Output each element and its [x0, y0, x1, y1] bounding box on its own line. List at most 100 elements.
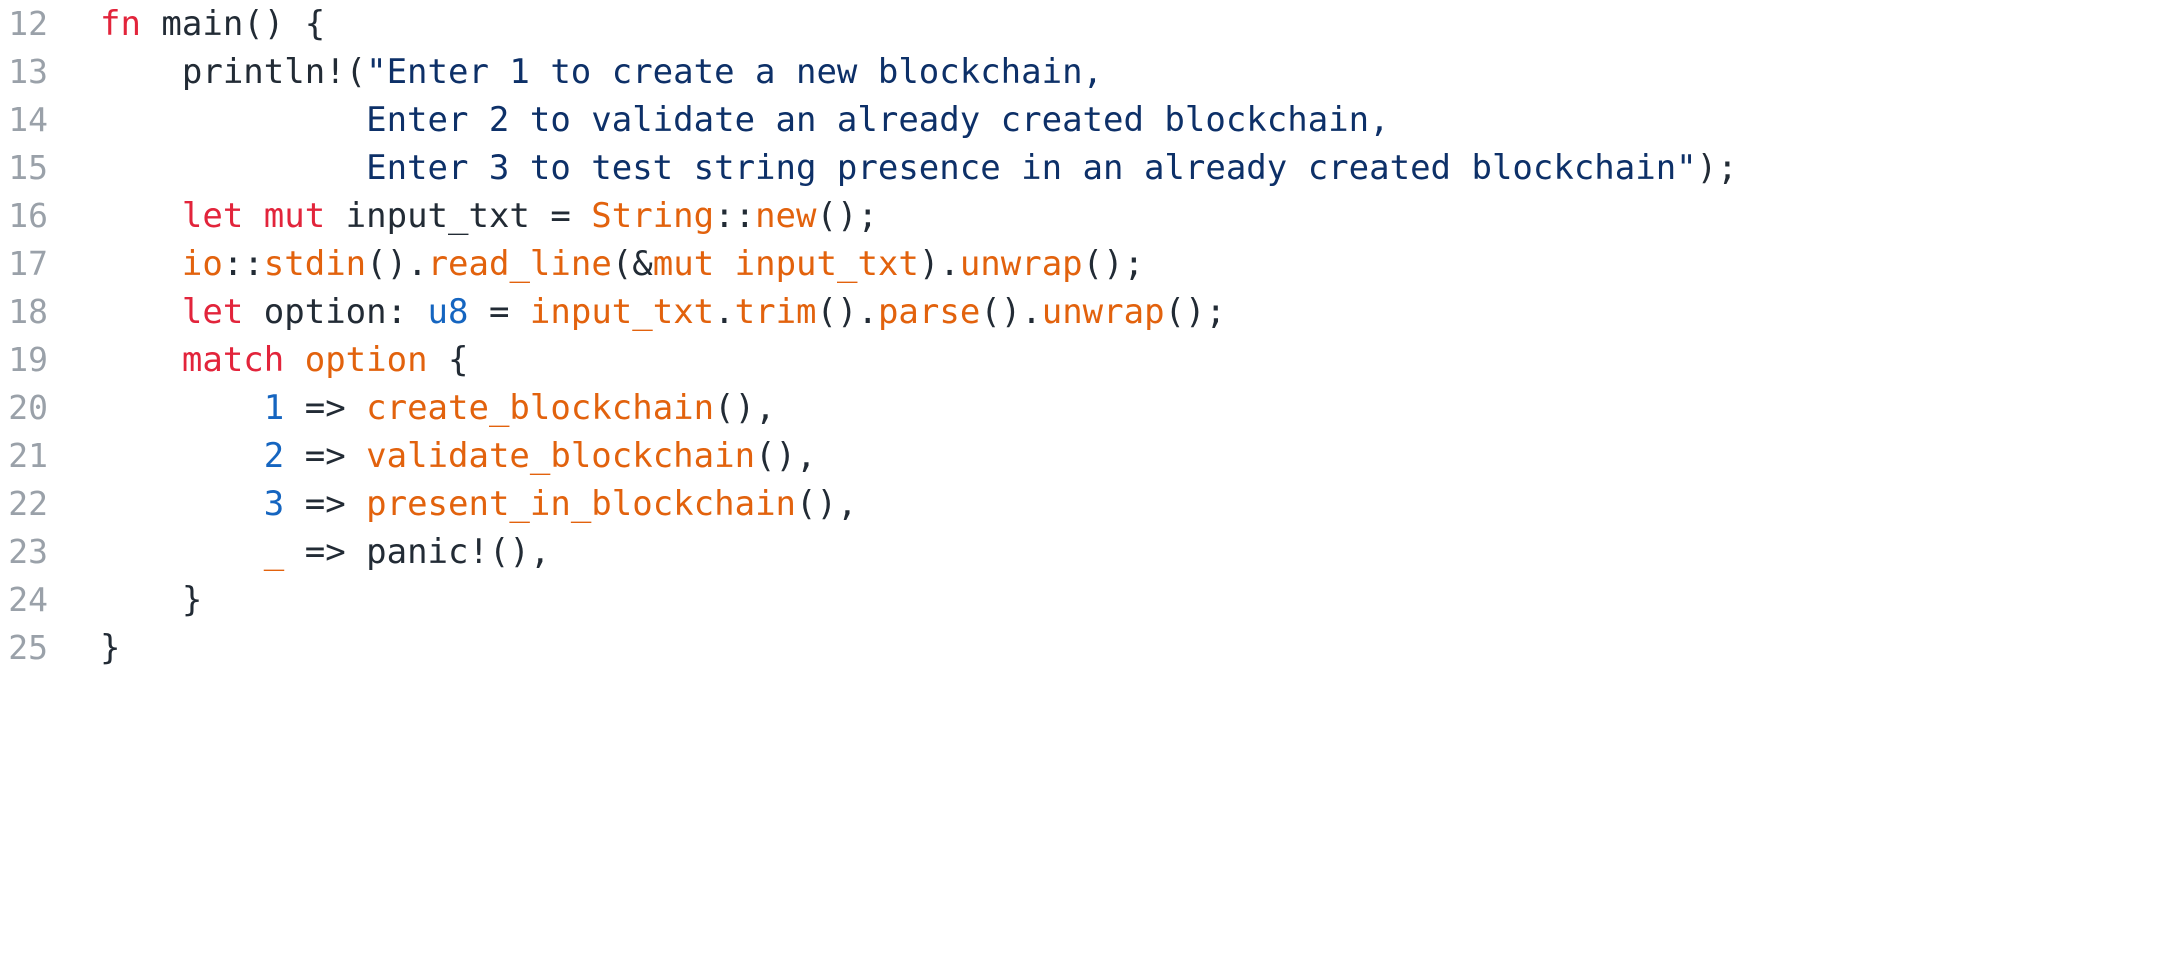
code-line[interactable]: 13 println!("Enter 1 to create a new blo…	[0, 48, 2174, 96]
line-number: 23	[8, 532, 48, 571]
code-token-plain: (),	[714, 388, 776, 428]
code-token-kw: fn	[100, 4, 141, 44]
code-line-content[interactable]: let option: u8 = input_txt.trim().parse(…	[48, 288, 2174, 336]
code-token-ident: new	[755, 196, 817, 236]
code-token-ident: create_blockchain	[366, 388, 715, 428]
code-token-plain: ().	[980, 292, 1042, 332]
code-token-str: "Enter 1 to create a new blockchain,	[366, 52, 1104, 92]
code-token-num: 2	[263, 436, 285, 476]
code-token-plain: ).	[918, 244, 960, 284]
code-token-plain: input_txt =	[325, 196, 592, 236]
code-token-plain: println!(	[100, 52, 367, 92]
line-number: 12	[8, 4, 48, 43]
code-line[interactable]: 24 }	[0, 576, 2174, 624]
code-token-plain	[100, 388, 264, 428]
code-token-ident: option	[304, 340, 428, 380]
line-number: 25	[8, 628, 48, 667]
code-token-plain	[284, 340, 304, 380]
code-line-content[interactable]: _ => panic!(),	[48, 528, 2174, 576]
code-line-content[interactable]: match option {	[48, 336, 2174, 384]
code-token-plain: ().	[366, 244, 428, 284]
code-token-plain: (),	[755, 436, 817, 476]
line-number: 20	[8, 388, 48, 427]
code-token-plain: ().	[816, 292, 878, 332]
line-number: 24	[8, 580, 48, 619]
code-token-plain	[100, 292, 182, 332]
line-number: 22	[8, 484, 48, 523]
line-number: 16	[8, 196, 48, 235]
code-line[interactable]: 18 let option: u8 = input_txt.trim().par…	[0, 288, 2174, 336]
code-token-ident: stdin	[263, 244, 367, 284]
code-line[interactable]: 20 1 => create_blockchain(),	[0, 384, 2174, 432]
code-line-content[interactable]: io::stdin().read_line(&mut input_txt).un…	[48, 240, 2174, 288]
code-token-plain	[100, 244, 182, 284]
line-number: 14	[8, 100, 48, 139]
code-token-kw: let mut	[181, 196, 326, 236]
code-line[interactable]: 19 match option {	[0, 336, 2174, 384]
code-line-content[interactable]: }	[48, 576, 2174, 624]
code-token-plain: option:	[243, 292, 428, 332]
code-token-ident: io	[181, 244, 223, 284]
code-token-num: 1	[263, 388, 285, 428]
code-token-plain	[100, 100, 366, 140]
code-token-ident: String	[591, 196, 715, 236]
code-line[interactable]: 25}	[0, 624, 2174, 672]
code-token-plain	[100, 196, 182, 236]
code-line-content[interactable]: 2 => validate_blockchain(),	[48, 432, 2174, 480]
code-token-type: u8	[427, 292, 469, 332]
code-token-plain: ();	[816, 196, 878, 236]
code-token-plain: ::	[222, 244, 264, 284]
code-token-plain: }	[100, 580, 203, 620]
code-token-plain: =>	[284, 388, 367, 428]
code-token-plain: =>	[284, 436, 367, 476]
code-token-plain: =	[468, 292, 530, 332]
code-line-content[interactable]: let mut input_txt = String::new();	[48, 192, 2174, 240]
code-token-plain: ();	[1164, 292, 1226, 332]
code-token-plain	[100, 484, 264, 524]
code-line-content[interactable]: 3 => present_in_blockchain(),	[48, 480, 2174, 528]
code-line-content[interactable]: Enter 3 to test string presence in an al…	[48, 144, 2174, 192]
code-line[interactable]: 23 _ => panic!(),	[0, 528, 2174, 576]
code-token-kw: match	[181, 340, 285, 380]
code-token-ident: parse	[877, 292, 981, 332]
code-line[interactable]: 14 Enter 2 to validate an already create…	[0, 96, 2174, 144]
code-token-str: Enter 2 to validate an already created b…	[366, 100, 1390, 140]
code-line[interactable]: 17 io::stdin().read_line(&mut input_txt)…	[0, 240, 2174, 288]
code-token-ident: mut input_txt	[652, 244, 919, 284]
code-line-content[interactable]: fn main() {	[48, 0, 2174, 48]
code-token-plain: ();	[1082, 244, 1145, 284]
code-token-kw: let	[181, 292, 244, 332]
code-token-ident: _	[263, 532, 285, 572]
line-number: 17	[8, 244, 48, 283]
code-token-ident: unwrap	[1041, 292, 1165, 332]
code-token-plain	[100, 340, 182, 380]
code-token-ident: input_txt	[529, 292, 715, 332]
code-token-plain: }	[100, 628, 121, 668]
code-token-plain: .	[714, 292, 735, 332]
code-token-str: Enter 3 to test string presence in an al…	[366, 148, 1697, 188]
code-line[interactable]: 22 3 => present_in_blockchain(),	[0, 480, 2174, 528]
code-line-content[interactable]: println!("Enter 1 to create a new blockc…	[48, 48, 2174, 96]
code-token-ident: read_line	[427, 244, 612, 284]
code-token-plain: ::	[714, 196, 756, 236]
code-line-content[interactable]: 1 => create_blockchain(),	[48, 384, 2174, 432]
code-token-plain: );	[1696, 148, 1738, 188]
line-number: 15	[8, 148, 48, 187]
code-token-plain	[100, 148, 366, 188]
code-token-plain	[100, 532, 264, 572]
code-token-ident: validate_blockchain	[366, 436, 756, 476]
code-line-content[interactable]: Enter 2 to validate an already created b…	[48, 96, 2174, 144]
code-line-content[interactable]: }	[48, 624, 2174, 672]
code-token-plain	[100, 436, 264, 476]
code-line[interactable]: 16 let mut input_txt = String::new();	[0, 192, 2174, 240]
line-number: 19	[8, 340, 48, 379]
line-number: 13	[8, 52, 48, 91]
code-line[interactable]: 21 2 => validate_blockchain(),	[0, 432, 2174, 480]
code-token-plain: {	[427, 340, 469, 380]
code-token-plain: main() {	[140, 4, 326, 44]
code-line[interactable]: 15 Enter 3 to test string presence in an…	[0, 144, 2174, 192]
code-token-num: 3	[263, 484, 285, 524]
